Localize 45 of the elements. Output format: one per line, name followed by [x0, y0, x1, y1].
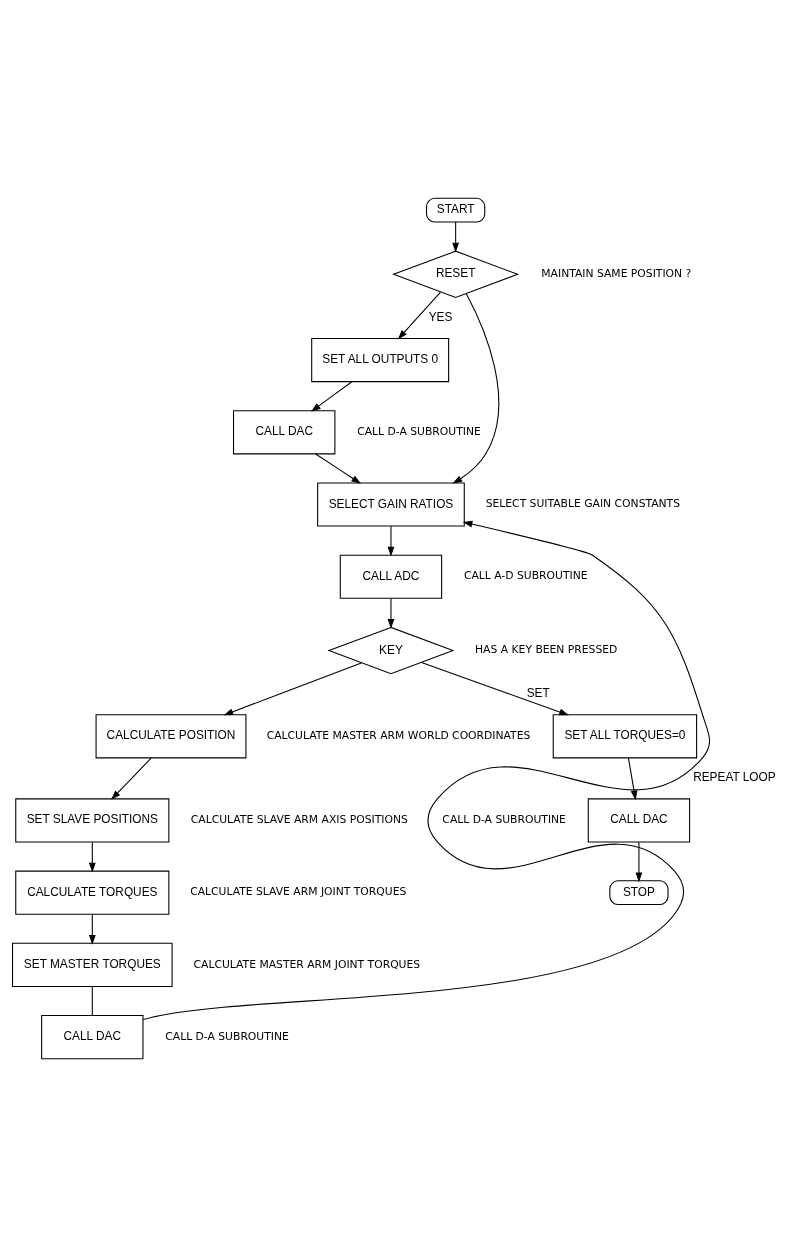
- edge-label: REPEAT LOOP: [693, 770, 776, 785]
- node-box: CALL DAC: [41, 1015, 144, 1060]
- node-box: CALCULATE POSITION: [95, 714, 247, 759]
- node-label: CALL A-D SUBROUTINE: [463, 569, 588, 583]
- arrow: [88, 841, 96, 873]
- node-label: CALL D-A SUBROUTINE: [357, 424, 481, 438]
- arrow: [387, 598, 395, 629]
- arrow: [310, 381, 353, 412]
- node-box: SELECT GAIN RATIOS: [317, 482, 465, 527]
- node-box: SET ALL OUTPUTS 0: [311, 337, 450, 383]
- arrow: [421, 662, 569, 716]
- arrow: [635, 841, 643, 883]
- arrow: [111, 757, 152, 800]
- node-box: CALCULATE TORQUES: [15, 870, 170, 915]
- node-label: MAINTAIN SAME POSITION ?: [541, 267, 692, 281]
- edge-label: SET: [526, 686, 550, 701]
- arrow: [142, 520, 711, 1021]
- node-label: HAS A KEY BEEN PRESSED: [475, 643, 618, 657]
- node-diamond: KEY: [327, 626, 455, 675]
- arrow: [315, 453, 362, 484]
- arrow: [88, 913, 96, 945]
- node-diamond: RESET: [392, 250, 520, 299]
- node-label: SELECT SUITABLE GAIN CONSTANTS: [485, 497, 681, 511]
- node-box: START: [426, 197, 486, 223]
- connector: [91, 986, 93, 1016]
- node-label: CALCULATE MASTER ARM WORLD COORDINATES: [266, 729, 531, 743]
- arrow: [397, 291, 441, 340]
- arrow: [387, 525, 395, 557]
- arrow: [452, 221, 460, 253]
- node-box: CALL DAC: [233, 410, 336, 455]
- node-label: CALCULATE MASTER ARM JOINT TORQUES: [193, 957, 421, 971]
- arrow: [452, 293, 500, 484]
- node-label: CALL D-A SUBROUTINE: [442, 813, 566, 827]
- node-box: SET SLAVE POSITIONS: [15, 798, 170, 843]
- node-label: CALCULATE SLAVE ARM AXIS POSITIONS: [190, 813, 408, 827]
- node-box: STOP: [609, 880, 669, 906]
- arrow: [627, 757, 638, 801]
- node-box: SET MASTER TORQUES: [12, 942, 173, 987]
- arrow: [223, 662, 362, 716]
- node-box: CALL DAC: [587, 798, 691, 843]
- edge-label: YES: [428, 310, 453, 325]
- node-label: CALL D-A SUBROUTINE: [165, 1029, 289, 1043]
- node-box: SET ALL TORQUES=0: [552, 714, 698, 759]
- node-box: CALL ADC: [339, 554, 443, 599]
- node-label: CALCULATE SLAVE ARM JOINT TORQUES: [190, 885, 407, 899]
